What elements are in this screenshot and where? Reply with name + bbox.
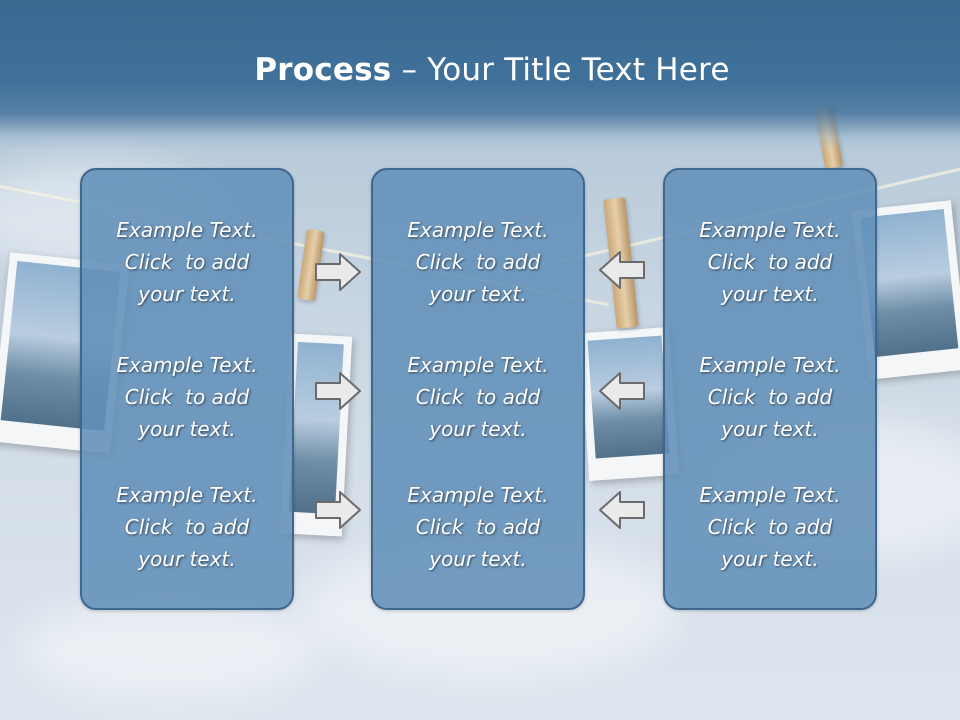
arrow-left-icon[interactable] (598, 371, 646, 411)
process-box-right[interactable]: Example Text. Click to add your text. Exam… (663, 168, 877, 610)
process-box-center[interactable]: Example Text. Click to add your text. Exam… (371, 168, 585, 610)
text-line: Example Text. (116, 483, 258, 507)
process-box-left[interactable]: Example Text. Click to add your text. Exam… (80, 168, 294, 610)
arrow-right-icon[interactable] (314, 252, 362, 292)
text-line: your text. (138, 547, 236, 571)
text-line: Click to add (124, 250, 250, 274)
box-text[interactable]: Example Text. Click to add your text. (665, 214, 875, 310)
slide-title[interactable]: Process – Your Title Text Here (0, 52, 960, 88)
text-line: Click to add (124, 515, 250, 539)
text-line: Click to add (707, 515, 833, 539)
text-line: your text. (429, 417, 527, 441)
text-line: Example Text. (116, 353, 258, 377)
arrow-right-icon[interactable] (314, 371, 362, 411)
box-text[interactable]: Example Text. Click to add your text. (373, 479, 583, 575)
text-line: Click to add (415, 250, 541, 274)
text-line: Example Text. (407, 483, 549, 507)
box-text[interactable]: Example Text. Click to add your text. (373, 349, 583, 445)
text-line: your text. (721, 282, 819, 306)
box-text[interactable]: Example Text. Click to add your text. (82, 479, 292, 575)
title-rest: – Your Title Text Here (391, 52, 730, 88)
text-line: Example Text. (407, 353, 549, 377)
text-line: your text. (721, 417, 819, 441)
text-line: Example Text. (699, 218, 841, 242)
cloud-shape (20, 600, 320, 700)
header-band (0, 0, 960, 150)
text-line: your text. (138, 417, 236, 441)
box-text[interactable]: Example Text. Click to add your text. (82, 214, 292, 310)
text-line: your text. (429, 547, 527, 571)
box-text[interactable]: Example Text. Click to add your text. (665, 349, 875, 445)
arrow-left-icon[interactable] (598, 490, 646, 530)
text-line: your text. (138, 282, 236, 306)
arrow-left-icon[interactable] (598, 250, 646, 290)
text-line: Click to add (124, 385, 250, 409)
text-line: Example Text. (407, 218, 549, 242)
text-line: Click to add (707, 385, 833, 409)
box-text[interactable]: Example Text. Click to add your text. (373, 214, 583, 310)
text-line: Click to add (415, 515, 541, 539)
text-line: Click to add (707, 250, 833, 274)
text-line: Example Text. (699, 483, 841, 507)
text-line: Example Text. (116, 218, 258, 242)
title-bold: Process (254, 52, 392, 88)
text-line: Click to add (415, 385, 541, 409)
arrow-right-icon[interactable] (314, 490, 362, 530)
text-line: Example Text. (699, 353, 841, 377)
box-text[interactable]: Example Text. Click to add your text. (82, 349, 292, 445)
text-line: your text. (429, 282, 527, 306)
text-line: your text. (721, 547, 819, 571)
box-text[interactable]: Example Text. Click to add your text. (665, 479, 875, 575)
